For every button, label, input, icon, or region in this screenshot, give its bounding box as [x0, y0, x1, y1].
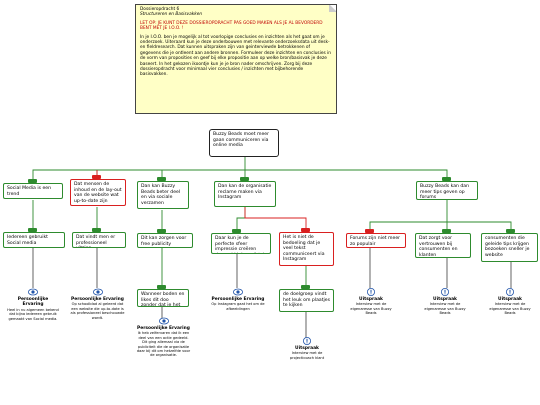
resource-statement[interactable]: Uitspraak Interview met de eigenaresse v… [485, 288, 535, 316]
node-tag [506, 229, 515, 233]
node-tag [157, 285, 166, 289]
resource-personal-experience[interactable]: Persoonlijke Ervaring Heel in nu algemee… [7, 288, 59, 321]
node-perfecte[interactable]: Daar kun je de perfecte sfeer impressie … [211, 233, 271, 254]
node-bedoeling[interactable]: Het is niet de bedoeling dat je veel tek… [279, 232, 334, 266]
node-label: Dat mensen de inhoud en de lay-out van d… [74, 182, 122, 204]
resource-text: Ik heb zelfervaren dat ik een deel van e… [136, 331, 191, 358]
node-tag [301, 285, 310, 289]
root-node[interactable]: Buzzy Beads moet meer gaan communiceren … [209, 129, 279, 157]
node-tag [92, 228, 101, 232]
note-subtitle: Structureren en Basisvakken [140, 12, 203, 18]
eye-icon [158, 317, 169, 325]
node-label: Wanneer boden en likes dit doo zonder da… [141, 292, 185, 307]
node-free-publicity[interactable]: Dit kan zorgen voor free publicity [137, 233, 193, 248]
node-iedereen[interactable]: Iedereen gebruikt Social media [3, 232, 65, 248]
node-social-media[interactable]: Social Media is een trend [3, 183, 63, 199]
resource-text: Op schoolblad al geleerd dat een website… [70, 302, 125, 320]
node-label: Daar kun je de perfecte sfeer impressie … [215, 236, 267, 253]
node-doelgroep[interactable]: de doelgroep vindt het leuk om plaatjes … [279, 289, 334, 312]
resource-personal-experience[interactable]: Persoonlijke Ervaring Op schoolblad al g… [70, 288, 125, 320]
resource-title: Persoonlijke Ervaring [17, 297, 49, 308]
resource-title: Uitspraak [433, 297, 457, 302]
node-tag [442, 229, 451, 233]
note-title: Dossieropdracht 6 [140, 7, 180, 12]
node-mensen-willen[interactable]: Dat mensen de inhoud en de lay-out van d… [70, 179, 126, 206]
node-forums[interactable]: Buzzy Beads kan dan meer tips geven op f… [416, 181, 478, 200]
resource-title: Persoonlijke Ervaring [211, 297, 265, 302]
node-label: Buzzy Beads kan dan meer tips geven op f… [420, 184, 470, 200]
resource-title: Persoonlijke Ervaring [71, 297, 124, 302]
node-tag [92, 175, 101, 179]
resource-title: Uitspraak [295, 346, 319, 351]
node-label: Dan kan Buzzy Beads beter deel en via so… [141, 184, 181, 206]
resource-personal-experience[interactable]: Persoonlijke Ervaring Ik heb zelfervaren… [136, 317, 191, 358]
eye-icon [92, 288, 103, 296]
exclamation-icon [441, 288, 449, 296]
exclamation-icon [303, 337, 311, 345]
node-label: Dat zorgt voor vertrouwen bij consumente… [419, 236, 458, 258]
node-label: Iedereen gebruikt Social media [7, 235, 48, 246]
node-label: Dit kan zorgen voor free publicity [141, 236, 187, 247]
node-kan-buzzy[interactable]: Dan kan Buzzy Beads beter deel en via so… [137, 181, 189, 209]
resource-personal-experience[interactable]: Persoonlijke Ervaring Op Instagram gaat … [210, 288, 266, 311]
resource-statement[interactable]: Uitspraak Interview met de projecticoach… [281, 337, 333, 360]
node-label: Het is niet de bedoeling dat je veel tek… [283, 235, 325, 263]
node-worden[interactable]: Wanneer boden en likes dit doo zonder da… [137, 289, 189, 307]
eye-icon [233, 288, 243, 296]
resource-text: Interview met de projecticoach klant [289, 351, 325, 360]
resource-text: Interview met de eigenaresse van Buzzy B… [350, 302, 392, 316]
node-tag [157, 229, 166, 233]
node-tag [28, 228, 37, 232]
resource-statement[interactable]: Uitspraak Interview met de eigenaresse v… [347, 288, 395, 316]
instruction-note: Dossieropdracht 6 Structureren en Basisv… [135, 4, 337, 114]
node-tag [442, 177, 451, 181]
note-body: In je I.O.O. ben je mogelijk al tot voor… [140, 34, 333, 78]
node-tag [365, 229, 374, 233]
node-label: Dan kan de organisatie reclame maken via… [218, 184, 272, 201]
node-label: de doelgroep vindt het leuk om plaatjes … [283, 292, 330, 309]
exclamation-icon [506, 288, 514, 296]
node-tag [157, 177, 166, 181]
resource-text: Interview met de eigenaresse van Buzzy B… [489, 302, 531, 316]
resource-text: Heel in nu algemeen bekend dat bijna ied… [7, 307, 59, 321]
note-warning: LET OP: JE KUNT DEZE DOSSIEROPDRACHT PAS… [140, 20, 324, 32]
note-fold-corner [329, 5, 336, 12]
node-label: Social Media is een trend [7, 186, 52, 197]
node-website-prof[interactable]: Dat vindt men er professioneel uitzien [72, 232, 126, 248]
root-label: Buzzy Beads moet meer gaan communiceren … [213, 132, 270, 149]
resource-title: Persoonlijke Ervaring [137, 326, 190, 331]
node-forums-populair[interactable]: Forums zijn niet meer zo populair [346, 233, 406, 248]
node-label: Forums zijn niet meer zo populair [350, 236, 401, 247]
node-tag [240, 177, 249, 181]
resource-title: Uitspraak [498, 297, 522, 302]
node-tag [232, 229, 241, 233]
node-organisatie[interactable]: Dan kan de organisatie reclame maken via… [214, 181, 276, 207]
node-vertrouwd[interactable]: Dat zorgt voor vertrouwen bij consumente… [415, 233, 471, 258]
node-consumenten[interactable]: consumenten die geleide tips krijgen bez… [481, 233, 538, 262]
node-label: Dat vindt men er professioneel uitzien [76, 235, 116, 247]
eye-icon [28, 288, 38, 296]
node-tag [28, 179, 37, 183]
exclamation-icon [367, 288, 375, 296]
node-label: consumenten die geleide tips krijgen bez… [485, 236, 530, 258]
resource-text: Interview met de eigenaresse van Buzzy B… [424, 302, 466, 316]
resource-statement[interactable]: Uitspraak Interview met de eigenaresse v… [420, 288, 470, 316]
node-tag [301, 228, 310, 232]
resource-title: Uitspraak [359, 297, 383, 302]
resource-text: Op Instagram gaat het om de afbeeldingen [211, 302, 265, 311]
